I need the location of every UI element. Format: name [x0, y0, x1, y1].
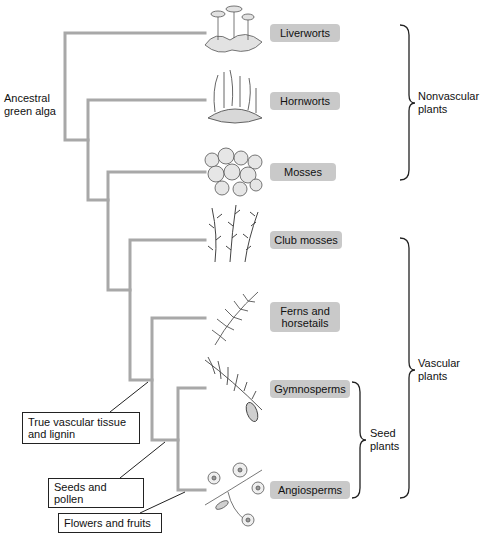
- trait-callout: Seeds and pollen: [48, 478, 144, 508]
- brackets: [352, 25, 415, 498]
- node-text: Liverworts: [280, 27, 330, 39]
- club-moss-drawing: [208, 205, 258, 262]
- node-text: Angiosperms: [278, 484, 342, 496]
- taxon-label: Liverworts: [270, 24, 340, 42]
- node-text: Hornworts: [280, 95, 330, 107]
- hornwort-drawing: [208, 70, 262, 123]
- group-label: Vascular plants: [418, 357, 478, 383]
- taxon-label: Mosses: [270, 163, 336, 181]
- node-text: Seeds and pollen: [54, 481, 138, 505]
- node-text: Ferns and horsetails: [270, 305, 340, 329]
- node-text: Club mosses: [274, 234, 338, 246]
- trait-callout: True vascular tissue and lignin: [22, 412, 140, 444]
- taxon-label: Gymnosperms: [270, 380, 350, 398]
- moss-drawing: [205, 148, 262, 196]
- node-text: True vascular tissue and lignin: [28, 416, 134, 440]
- taxon-label: Hornworts: [270, 92, 340, 110]
- fern-drawing: [212, 292, 258, 345]
- angiosperm-drawing: [205, 463, 264, 526]
- trait-callout: Flowers and fruits: [58, 513, 162, 533]
- node-text: Flowers and fruits: [64, 517, 151, 529]
- group-label: Seed plants: [370, 427, 410, 453]
- liverwort-drawing: [205, 6, 262, 52]
- taxon-label: Angiosperms: [270, 481, 350, 499]
- group-label: Nonvascular plants: [418, 90, 486, 116]
- node-text: Mosses: [284, 166, 322, 178]
- group-label: Ancestral green alga: [4, 92, 66, 118]
- taxon-label: Ferns and horsetails: [270, 302, 340, 332]
- gymnosperm-drawing: [205, 357, 262, 423]
- taxon-label: Club mosses: [270, 231, 342, 249]
- node-text: Gymnosperms: [274, 383, 346, 395]
